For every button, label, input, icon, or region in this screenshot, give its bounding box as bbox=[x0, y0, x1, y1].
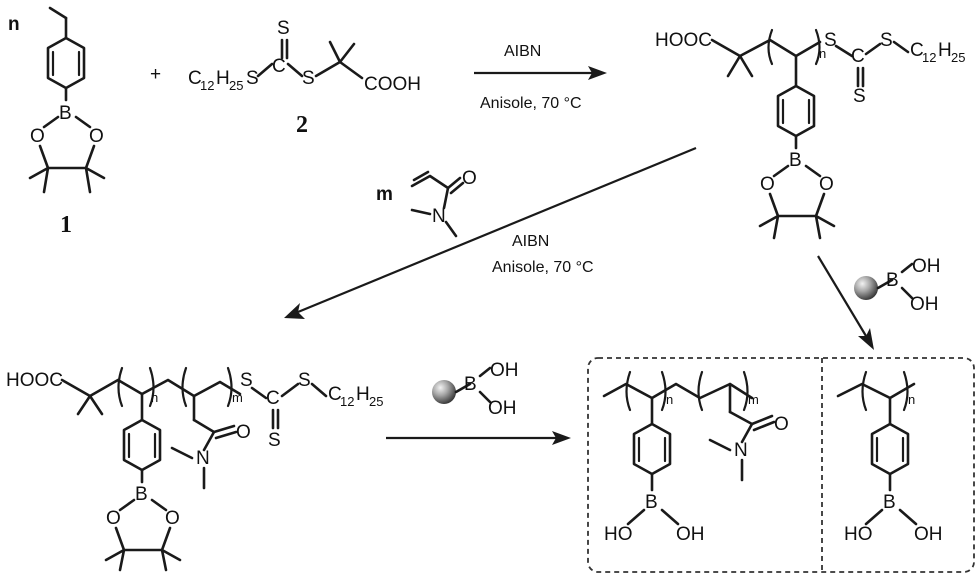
svg-text:O: O bbox=[462, 168, 477, 189]
svg-text:H: H bbox=[356, 384, 370, 405]
svg-text:H: H bbox=[938, 40, 952, 61]
solvent-temperature: Anisole, 70 °C bbox=[480, 95, 582, 112]
svg-text:m: m bbox=[232, 390, 243, 405]
product-macro-raft-polymer: HOOC n S C S S C 12 H 25 B O O bbox=[655, 28, 965, 240]
compound-number-2: 2 bbox=[296, 112, 308, 138]
svg-text:n: n bbox=[908, 392, 915, 407]
svg-text:N: N bbox=[734, 440, 748, 461]
svg-text:O: O bbox=[106, 508, 121, 529]
svg-text:C: C bbox=[266, 388, 280, 409]
svg-text:OH: OH bbox=[912, 256, 941, 277]
svg-text:S: S bbox=[246, 68, 259, 89]
deprotected-homopolymer: n B HO OH bbox=[836, 370, 943, 545]
svg-text:Anisole, 70 °C: Anisole, 70 °C bbox=[492, 259, 594, 276]
svg-text:HO: HO bbox=[844, 524, 873, 545]
svg-text:S: S bbox=[277, 18, 290, 39]
compound-1-monomer: n B O O 1 bbox=[8, 6, 106, 238]
svg-text:O: O bbox=[165, 508, 180, 529]
svg-text:S: S bbox=[853, 86, 866, 107]
plus-sign: + bbox=[150, 64, 161, 85]
svg-text:HOOC: HOOC bbox=[655, 30, 712, 51]
svg-text:AIBN: AIBN bbox=[512, 233, 549, 250]
svg-text:OH: OH bbox=[914, 524, 943, 545]
svg-text:m: m bbox=[376, 184, 393, 205]
reaction-arrow-step1: AIBN Anisole, 70 °C bbox=[474, 43, 607, 112]
svg-text:O: O bbox=[774, 414, 789, 435]
svg-text:S: S bbox=[268, 430, 281, 451]
svg-text:C: C bbox=[328, 384, 342, 405]
svg-text:O: O bbox=[236, 422, 251, 443]
svg-text:S: S bbox=[302, 68, 315, 89]
reaction-arrow-step2: m O N AIBN Anisole, 70 °C bbox=[284, 146, 697, 319]
product-block-copolymer: HOOC n m S C S S C 12 H 25 B O O O bbox=[6, 366, 383, 572]
svg-text:S: S bbox=[824, 30, 837, 51]
svg-text:n: n bbox=[666, 392, 673, 407]
solid-bead-icon bbox=[854, 276, 878, 300]
svg-text:O: O bbox=[760, 174, 775, 195]
svg-text:B: B bbox=[886, 270, 899, 291]
svg-text:H: H bbox=[216, 68, 230, 89]
deprotected-block-copolymer: n m B HO OH O N bbox=[602, 370, 789, 545]
compound-number-1: 1 bbox=[60, 212, 72, 238]
repeat-n-label: n bbox=[8, 14, 20, 35]
svg-text:12: 12 bbox=[200, 78, 214, 93]
svg-text:S: S bbox=[298, 370, 311, 391]
svg-text:m: m bbox=[748, 392, 759, 407]
svg-text:O: O bbox=[819, 174, 834, 195]
svg-text:B: B bbox=[464, 374, 477, 395]
svg-text:OH: OH bbox=[910, 294, 939, 315]
svg-text:12: 12 bbox=[340, 394, 354, 409]
boron-atom: B bbox=[59, 103, 72, 124]
svg-text:n: n bbox=[819, 46, 826, 61]
svg-text:C: C bbox=[188, 68, 202, 89]
svg-text:B: B bbox=[789, 150, 802, 171]
svg-text:OH: OH bbox=[676, 524, 705, 545]
compound-2-raft-agent: C 12 H 25 S C S S COOH 2 bbox=[188, 18, 421, 138]
svg-text:OH: OH bbox=[490, 360, 519, 381]
svg-text:C: C bbox=[910, 40, 924, 61]
reaction-arrow-deprotection-1: B OH OH bbox=[817, 255, 941, 350]
svg-text:HO: HO bbox=[604, 524, 633, 545]
svg-text:25: 25 bbox=[229, 78, 243, 93]
reagent-aibn: AIBN bbox=[504, 43, 541, 60]
reaction-arrow-deprotection-2: B OH OH bbox=[386, 360, 571, 445]
svg-text:B: B bbox=[645, 492, 658, 513]
solid-bead-icon bbox=[432, 380, 456, 404]
svg-text:C: C bbox=[272, 56, 286, 77]
oxygen-atom: O bbox=[89, 126, 104, 147]
svg-text:B: B bbox=[883, 492, 896, 513]
svg-text:12: 12 bbox=[922, 50, 936, 65]
svg-text:OH: OH bbox=[488, 398, 517, 419]
svg-text:25: 25 bbox=[369, 394, 383, 409]
oxygen-atom: O bbox=[30, 126, 45, 147]
svg-text:S: S bbox=[240, 370, 253, 391]
svg-text:N: N bbox=[196, 448, 210, 469]
svg-text:COOH: COOH bbox=[364, 74, 421, 95]
svg-text:S: S bbox=[880, 30, 893, 51]
svg-text:HOOC: HOOC bbox=[6, 370, 63, 391]
svg-text:N: N bbox=[432, 206, 446, 227]
svg-text:n: n bbox=[151, 390, 158, 405]
svg-text:B: B bbox=[135, 484, 148, 505]
final-products-box: n m B HO OH O N n bbox=[587, 357, 975, 573]
svg-text:25: 25 bbox=[951, 50, 965, 65]
svg-text:C: C bbox=[851, 46, 865, 67]
